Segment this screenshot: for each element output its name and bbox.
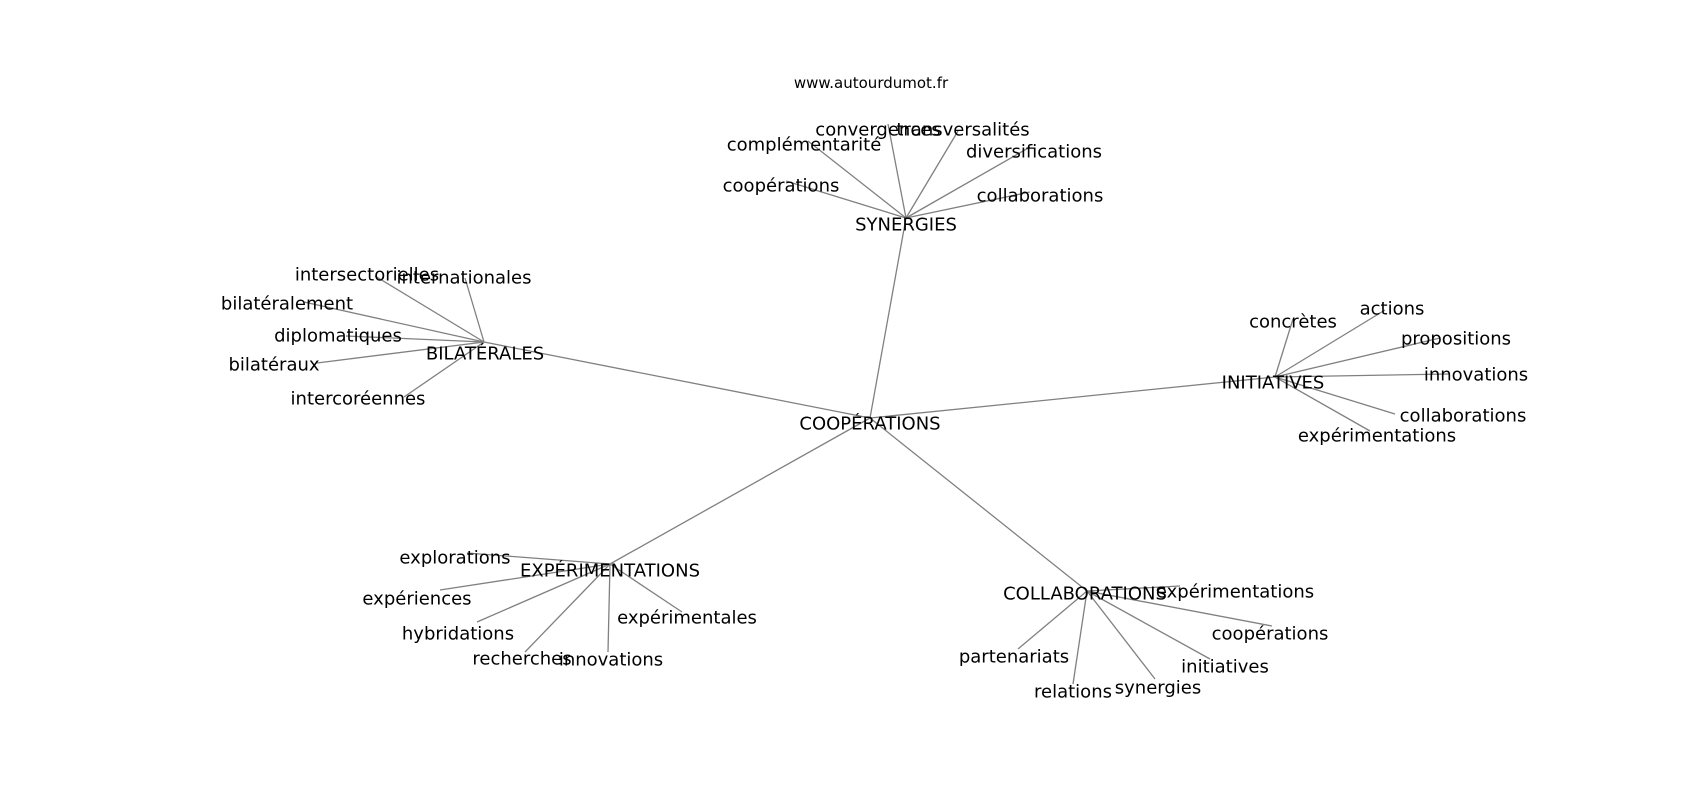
edge-synergies-diversifications: [905, 146, 1031, 219]
leaf-node-experimentations: expérimentations: [1298, 426, 1456, 447]
edge-initiatives-experimentations: [1274, 376, 1371, 432]
leaf-node-experimentations: expérimentations: [1156, 582, 1314, 603]
leaf-node-relations: relations: [1034, 682, 1112, 703]
watermark-url: www.autourdumot.fr: [794, 74, 949, 92]
edge-center-initiatives: [869, 376, 1276, 419]
node-labels: COOPÉRATIONS SYNERGIES convergencestransve…: [221, 120, 1528, 703]
edge-bilaterales-diplomatiques: [345, 335, 485, 343]
edge-collaborations-experimentations: [1086, 585, 1181, 592]
leaf-node-diplomatiques: diplomatiques: [274, 326, 402, 347]
leaf-node-innovations: innovations: [559, 650, 663, 671]
leaf-node-internationales: internationales: [396, 268, 531, 289]
leaf-node-actions: actions: [1360, 299, 1425, 320]
leaf-node-transversalites: transversalités: [896, 120, 1029, 141]
edge-initiatives-innovations: [1274, 373, 1451, 378]
leaf-node-intersectorielles: intersectorielles: [295, 265, 439, 286]
edge-bilaterales-bilateraux: [316, 341, 485, 364]
edge-collaborations-cooperations: [1086, 590, 1273, 627]
edge-bilaterales-internationales: [464, 277, 485, 343]
edge-center-synergies: [869, 217, 907, 419]
leaf-node-synergies: synergies: [1115, 678, 1201, 699]
hub-node-synergies: SYNERGIES: [855, 215, 957, 236]
hub-node-collaborations: COLLABORATIONS: [1003, 584, 1167, 605]
leaf-node-complementarite: complémentarité: [727, 135, 882, 156]
edge-experimentations-recherches: [524, 563, 611, 653]
edge-synergies-transversalites: [905, 130, 959, 219]
hub-node-experimentations: EXPÉRIMENTATIONS: [520, 560, 700, 582]
edge-experimentations-explorations: [466, 552, 611, 565]
leaf-node-collaborations: collaborations: [977, 186, 1104, 207]
leaf-node-initiatives: initiatives: [1181, 657, 1269, 678]
edge-center-experimentations: [609, 417, 871, 565]
edge-collaborations-partenariats: [1017, 590, 1088, 650]
edge-collaborations-initiatives: [1086, 590, 1211, 660]
edge-bilaterales-bilateralement: [303, 301, 485, 343]
edges: [303, 123, 1451, 685]
leaf-node-recherches: recherches: [472, 649, 571, 670]
edge-synergies-collaborations: [905, 191, 1031, 219]
edge-initiatives-collaborations: [1274, 376, 1396, 415]
hub-node-initiatives: INITIATIVES: [1222, 373, 1325, 394]
edge-initiatives-concretes: [1274, 318, 1294, 378]
leaf-node-explorations: explorations: [399, 548, 510, 569]
edge-experimentations-innovations: [607, 563, 611, 653]
edge-bilaterales-intercoreennes: [403, 341, 485, 398]
edge-center-bilaterales: [483, 341, 871, 419]
edge-experimentations-hybridations: [476, 563, 611, 623]
leaf-node-cooperations: coopérations: [723, 176, 840, 197]
edge-synergies-cooperations: [785, 180, 907, 219]
edge-collaborations-synergies: [1086, 590, 1156, 680]
edge-initiatives-actions: [1274, 309, 1386, 378]
edge-experimentations-experiences: [439, 563, 611, 591]
leaf-node-experimentales: expérimentales: [617, 608, 757, 629]
leaf-node-propositions: propositions: [1401, 329, 1511, 350]
edge-initiatives-propositions: [1274, 337, 1441, 378]
leaf-node-diversifications: diversifications: [966, 142, 1102, 163]
leaf-node-cooperations: coopérations: [1212, 624, 1329, 645]
leaf-node-intercoreennes: intercoréennes: [291, 389, 426, 410]
edge-experimentations-experimentales: [609, 563, 683, 613]
edge-center-collaborations: [869, 417, 1088, 592]
leaf-node-convergences: convergences: [815, 120, 940, 141]
leaf-node-collaborations: collaborations: [1400, 406, 1527, 427]
leaf-node-innovations: innovations: [1424, 365, 1528, 386]
edge-collaborations-relations: [1072, 590, 1088, 685]
edge-bilaterales-intersectorielles: [374, 275, 485, 343]
hub-node-bilaterales: BILATÉRALES: [426, 343, 544, 365]
leaf-node-bilateraux: bilatéraux: [228, 355, 319, 376]
leaf-node-partenariats: partenariats: [959, 647, 1069, 668]
edge-synergies-convergences: [887, 123, 907, 219]
leaf-node-hybridations: hybridations: [402, 624, 514, 645]
center-node-label: COOPÉRATIONS: [799, 413, 940, 435]
leaf-node-concretes: concrètes: [1249, 312, 1337, 333]
leaf-node-experiences: expériences: [362, 589, 471, 610]
leaf-node-bilateralement: bilatéralement: [221, 294, 353, 315]
edge-synergies-complementarite: [807, 140, 907, 219]
